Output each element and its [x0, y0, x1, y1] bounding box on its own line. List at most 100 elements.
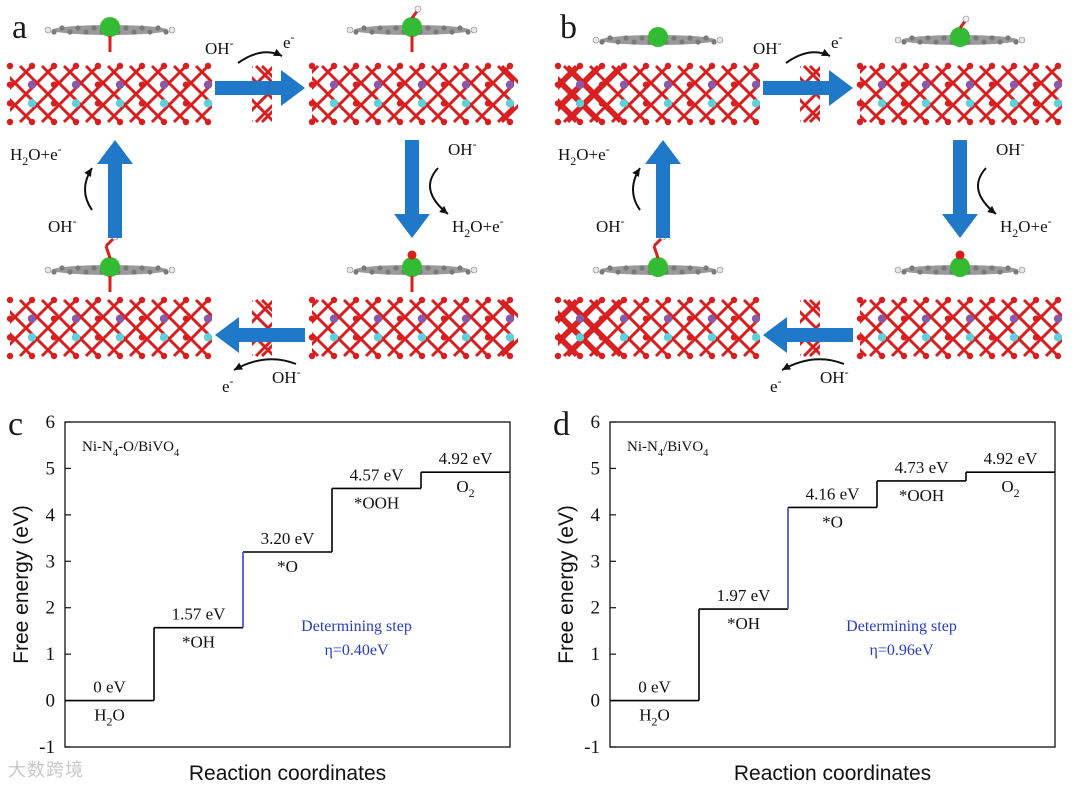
oxygen-atom: [330, 62, 338, 70]
oxygen-atom: [966, 296, 974, 304]
vanadium-atom: [1053, 314, 1063, 323]
oxygen-atom: [484, 315, 492, 322]
vanadium-atom: [619, 314, 629, 323]
oxygen-atom: [752, 352, 760, 360]
oxygen-atom: [6, 100, 14, 107]
oxygen-atom: [182, 334, 190, 341]
oxygen-atom: [686, 334, 694, 341]
oxygen-atom: [554, 118, 562, 126]
right-product-label: H2O+e-: [452, 214, 504, 240]
cycle-arrow-right: [215, 70, 305, 106]
plot-frame: [609, 421, 1056, 748]
cycle-arrow-up: [97, 140, 133, 238]
bismuth-atom: [921, 333, 931, 342]
oxygen-atom: [642, 100, 650, 107]
oxygen-atom: [900, 100, 908, 107]
hydrogen-atom: [1018, 36, 1026, 44]
oxygen-atom: [462, 62, 470, 70]
oxygen-atom: [856, 118, 864, 126]
oxygen-atom: [944, 100, 952, 107]
oxygen-atom: [484, 100, 492, 107]
hydrogen-atom: [414, 5, 422, 13]
oxygen-atom: [730, 118, 738, 126]
oxygen-atom: [138, 100, 146, 107]
slab-top-left: [500, 62, 868, 126]
oxygen-atom: [664, 118, 672, 126]
oxygen-atom: [922, 118, 930, 126]
bismuth-atom: [27, 333, 37, 342]
vanadium-atom: [1009, 80, 1019, 89]
energy-value-label: 4.92 eV: [439, 449, 494, 468]
oxygen-atom: [374, 352, 382, 360]
hydrogen-atom: [470, 266, 478, 274]
oxygen-atom: [686, 352, 694, 360]
oxygen-atom: [160, 296, 168, 304]
oxygen-atom: [1032, 334, 1040, 341]
oxygen-atom: [418, 296, 426, 304]
y-axis-title: Free energy (eV): [555, 505, 578, 664]
nickel-atom: [402, 257, 422, 277]
carbon-atom: [51, 269, 57, 275]
carbon-atom: [155, 265, 161, 271]
carbon-atom: [457, 25, 463, 31]
vanadium-atom: [1053, 80, 1063, 89]
watermark-logo: 大数跨境: [8, 760, 84, 781]
oxygen-atom: [484, 118, 492, 126]
species-label: *OH: [182, 633, 215, 652]
oxygen-atom: [598, 62, 606, 70]
oxygen-atom: [730, 81, 738, 88]
top-product-label: e-: [283, 30, 295, 52]
bismuth-atom: [1009, 99, 1019, 108]
oxygen-atom: [6, 62, 14, 70]
oxygen-atom: [708, 296, 716, 304]
vanadium-atom: [461, 80, 471, 89]
oxygen-atom: [598, 334, 606, 341]
carbon-atom: [639, 265, 645, 271]
vanadium-atom: [159, 314, 169, 323]
oxygen-atom: [576, 352, 584, 360]
vanadium-atom: [115, 314, 125, 323]
oxygen-atom: [28, 118, 36, 126]
oxygen-atom: [506, 352, 514, 360]
bottom-curved-arrow: [233, 358, 297, 371]
oxygen-atom: [72, 62, 80, 70]
molecule-ni-o: [346, 250, 478, 292]
bismuth-atom: [417, 333, 427, 342]
oxygen-atom: [484, 334, 492, 341]
oxygen-atom: [1032, 352, 1040, 360]
vanadium-atom: [1009, 314, 1019, 323]
carbon-atom: [989, 35, 995, 41]
adsorbed-oxygen: [407, 250, 417, 260]
bottom-curved-arrow: [781, 358, 845, 371]
oxygen-atom: [94, 100, 102, 107]
carbon-atom: [933, 39, 939, 45]
overpotential-label: η=0.40eV: [324, 642, 388, 659]
carbon-atom: [917, 269, 923, 275]
oxygen-atom: [642, 296, 650, 304]
bottom-reactant-label: OH-: [820, 365, 849, 387]
oxygen-atom: [730, 315, 738, 322]
oxygen-atom: [642, 62, 650, 70]
carbon-atom: [425, 25, 431, 31]
oxygen-atom: [922, 296, 930, 304]
x-axis-title: Reaction coordinates: [734, 762, 931, 785]
carbon-atom: [631, 39, 637, 45]
carbon-atom: [433, 29, 439, 35]
carbon-atom: [139, 265, 145, 271]
oxygen-atom: [204, 118, 212, 126]
energy-value-label: 0 eV: [93, 678, 126, 697]
cycle-arrow-left: [215, 317, 305, 353]
vanadium-atom: [329, 80, 339, 89]
oxygen-atom: [900, 118, 908, 126]
oxygen-atom: [878, 62, 886, 70]
oxygen-atom: [664, 296, 672, 304]
carbon-atom: [131, 29, 137, 35]
oxygen-atom: [204, 296, 212, 304]
oxygen-atom: [878, 118, 886, 126]
oxygen-atom: [576, 118, 584, 126]
oxygen-atom: [396, 352, 404, 360]
vanadium-atom: [329, 314, 339, 323]
carbon-atom: [353, 269, 359, 275]
oxygen-atom: [374, 296, 382, 304]
oxygen-atom: [182, 352, 190, 360]
